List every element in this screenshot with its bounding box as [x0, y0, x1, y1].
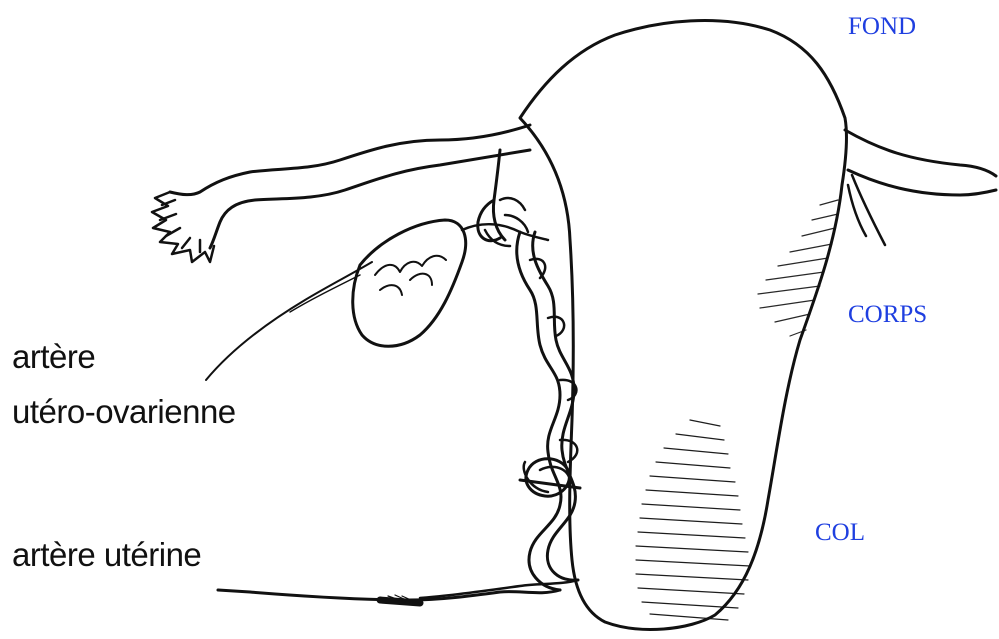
label-utero-ovarian-line1: artère: [12, 340, 95, 373]
utero-ovarian-branches: [485, 198, 528, 246]
left-tube-lower: [210, 150, 530, 248]
shading-cervix: [636, 420, 750, 620]
label-col: COL: [815, 520, 865, 545]
label-corps: CORPS: [848, 302, 927, 327]
uterus-outline: [520, 21, 846, 630]
ovary-vessels: [375, 256, 446, 295]
fimbriae: [152, 192, 214, 262]
label-leader-utero-ovarian: [206, 262, 372, 380]
right-ligament: [852, 175, 885, 245]
label-utero-ovarian-line2: utéro-ovarienne: [12, 395, 236, 428]
right-tube-upper: [845, 130, 996, 176]
right-tube-lower: [848, 170, 996, 195]
utero-ovarian-artery: [478, 150, 505, 241]
label-leader-utero-ovarian-2: [290, 275, 360, 312]
ovary: [353, 220, 466, 346]
label-uterine-artery: artère utérine: [12, 538, 201, 571]
shading-body-right: [758, 200, 838, 336]
right-ligament-2: [848, 185, 866, 236]
label-fond: FOND: [848, 14, 916, 39]
